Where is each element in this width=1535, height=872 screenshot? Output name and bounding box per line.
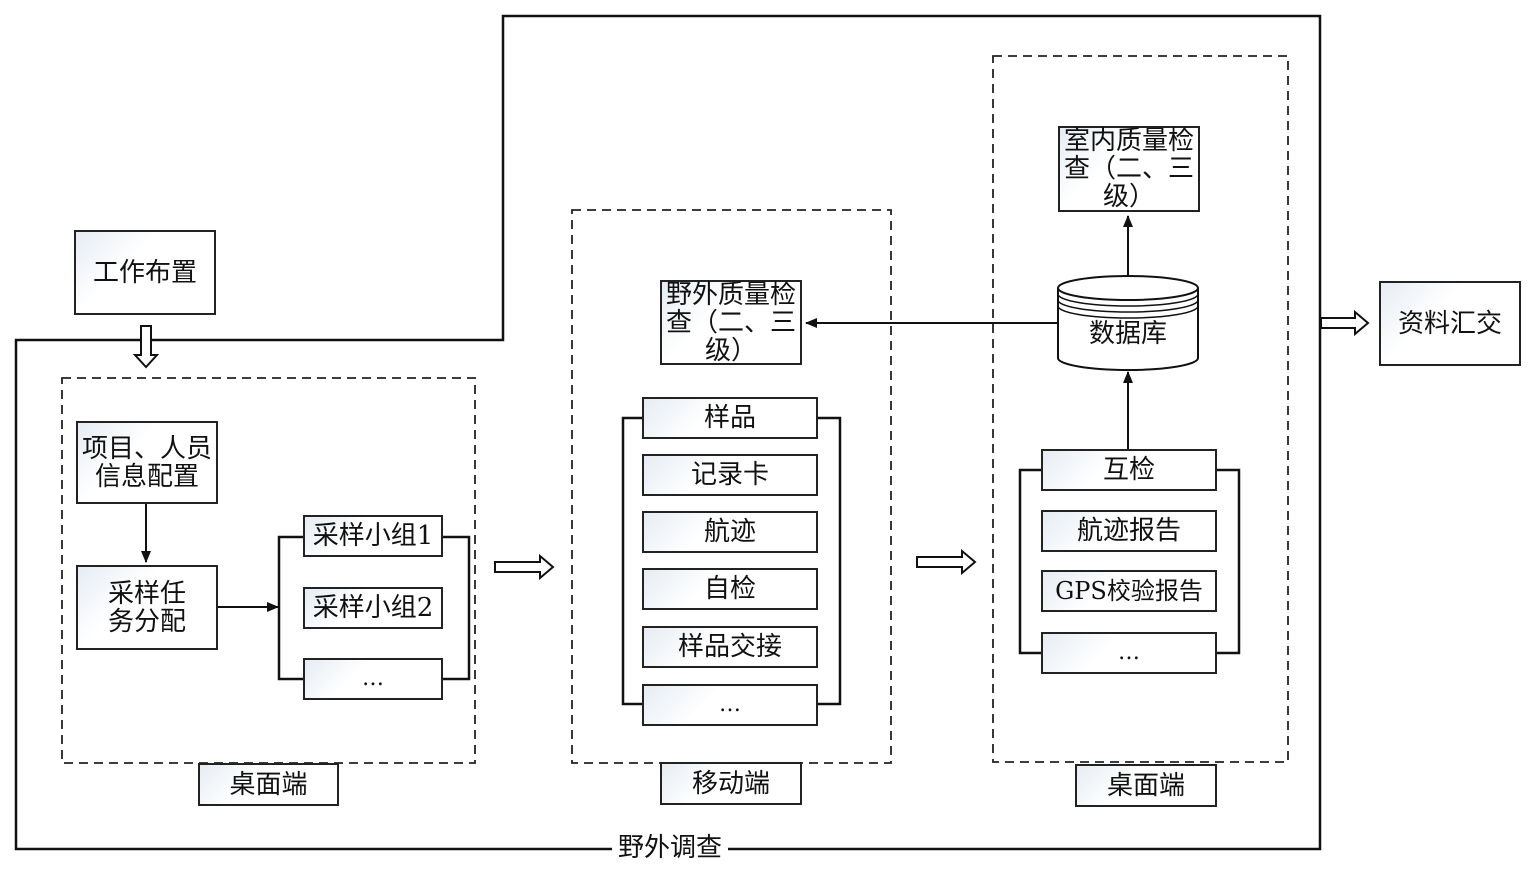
group-box-more: … [303, 658, 443, 700]
desktop-left-label: 桌面端 [229, 769, 308, 800]
database-cylinder [1057, 275, 1199, 371]
project-config-label: 项目、人员信息配置 [82, 433, 213, 492]
field-qc-label: 野外质量检查（二、三级） [666, 279, 797, 366]
project-config-box: 项目、人员信息配置 [76, 421, 218, 504]
right-item-label-1: 互检 [1102, 455, 1155, 485]
desktop-right-label-box: 桌面端 [1075, 764, 1217, 807]
work-layout-box: 工作布置 [74, 230, 216, 315]
hollow-arrow-right-3 [1320, 309, 1370, 337]
right-item-4: … [1041, 632, 1217, 674]
task-assign-label: 采样任务分配 [107, 578, 186, 637]
field-survey-label: 野外调查 [612, 834, 728, 862]
desktop-left-label-box: 桌面端 [198, 763, 339, 806]
database-label: 数据库 [1088, 319, 1167, 349]
group-label-2: 采样小组2 [312, 593, 434, 623]
mobile-item-4: 自检 [642, 568, 818, 610]
mobile-item-5: 样品交接 [642, 626, 818, 668]
mobile-item-label-4: 自检 [703, 574, 756, 604]
desktop-right-label: 桌面端 [1106, 770, 1185, 801]
right-item-3: GPS校验报告 [1041, 570, 1217, 612]
mobile-item-label-6: … [719, 692, 741, 717]
work-layout-label: 工作布置 [92, 257, 197, 288]
indoor-qc-box: 室内质量检查（二、三级） [1058, 126, 1200, 212]
desktop-left-region [61, 377, 476, 764]
mobile-item-label-2: 记录卡 [690, 460, 769, 490]
groups-bracket [277, 535, 471, 681]
group-label-more: … [362, 666, 384, 691]
hollow-arrow-right-1 [494, 553, 555, 581]
right-item-1: 互检 [1041, 449, 1217, 491]
mobile-item-2: 记录卡 [642, 454, 818, 496]
hollow-arrow-down [132, 325, 160, 369]
right-items-bracket [1018, 468, 1241, 655]
hollow-arrow-right-2 [916, 548, 977, 576]
right-item-2: 航迹报告 [1041, 510, 1217, 552]
mobile-item-label-3: 航迹 [703, 517, 756, 547]
group-label-1: 采样小组1 [312, 521, 434, 551]
task-assign-box: 采样任务分配 [76, 565, 218, 650]
mobile-item-6: … [642, 684, 818, 726]
mobile-item-label-5: 样品交接 [677, 632, 782, 662]
data-submission-label: 资料汇交 [1397, 308, 1502, 339]
right-item-label-4: … [1118, 640, 1140, 665]
mobile-label-box: 移动端 [660, 762, 802, 805]
data-submission-box: 资料汇交 [1379, 281, 1521, 366]
mobile-label: 移动端 [691, 768, 770, 799]
right-item-label-2: 航迹报告 [1076, 516, 1181, 546]
mobile-items-bracket [621, 416, 842, 706]
group-box-1: 采样小组1 [303, 515, 443, 557]
field-qc-box: 野外质量检查（二、三级） [660, 280, 802, 365]
mobile-item-1: 样品 [642, 397, 818, 439]
mobile-item-label-1: 样品 [703, 403, 756, 433]
group-box-2: 采样小组2 [303, 587, 443, 629]
desktop-right-region [992, 55, 1289, 763]
field-survey-boundary [14, 14, 1322, 851]
right-item-label-3: GPS校验报告 [1055, 577, 1203, 605]
mobile-item-3: 航迹 [642, 511, 818, 553]
indoor-qc-label: 室内质量检查（二、三级） [1064, 126, 1195, 212]
